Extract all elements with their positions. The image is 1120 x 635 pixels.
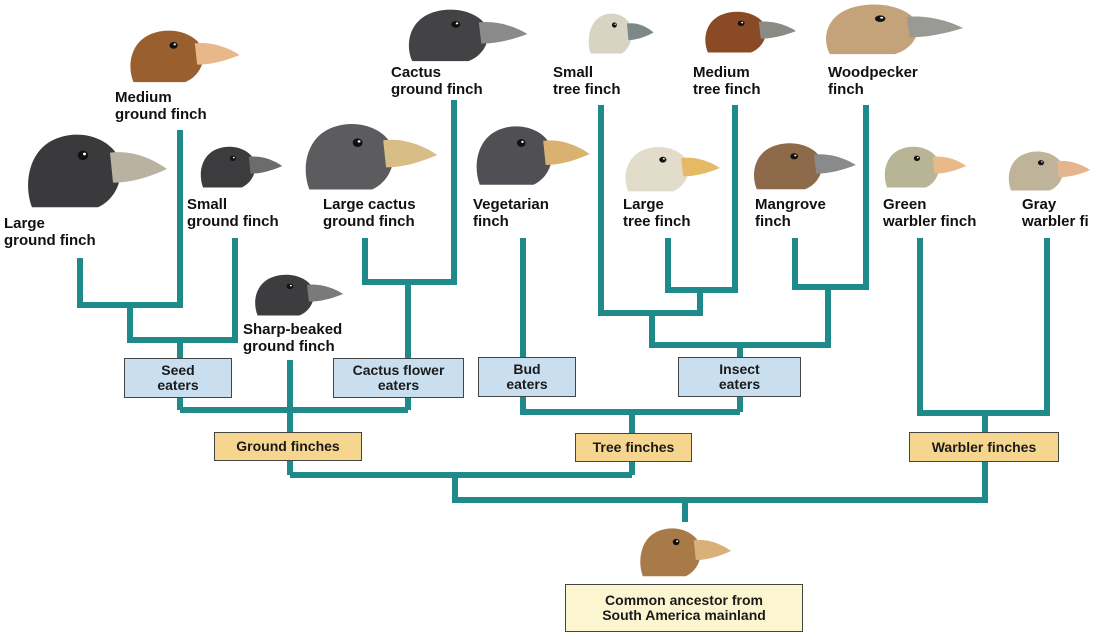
diet-box-insect-eaters: Insect eaters <box>678 357 801 397</box>
group-box-tree-finches: Tree finches <box>575 433 692 462</box>
species-label: Vegetarian finch <box>473 196 549 230</box>
medium-tree-finch-head-icon <box>700 8 798 54</box>
species-label: Medium ground finch <box>115 89 207 123</box>
large-cactus-ground-finch-head-icon <box>298 118 440 192</box>
species-label: Gray warbler fi <box>1022 196 1089 230</box>
species-label: Sharp-beaked ground finch <box>243 321 342 355</box>
species-label: Woodpecker finch <box>828 64 918 98</box>
group-box-warbler-finches: Warbler finches <box>909 432 1059 462</box>
species-label: Large tree finch <box>623 196 691 230</box>
small-ground-finch-head-icon <box>196 143 284 189</box>
species-label: Medium tree finch <box>693 64 761 98</box>
woodpecker-finch-head-icon <box>818 0 966 56</box>
green-warbler-finch-head-icon <box>880 143 968 189</box>
cactus-ground-finch-head-icon <box>402 5 530 63</box>
branch-warbler-pair <box>920 238 1047 413</box>
common-ancestor-box: Common ancestor from South America mainl… <box>565 584 803 632</box>
large-tree-finch-head-icon <box>620 143 722 193</box>
diet-box-seed-eaters: Seed eaters <box>124 358 232 398</box>
species-label: Green warbler finch <box>883 196 976 230</box>
common-ancestor-head-icon <box>635 524 733 578</box>
species-label: Mangrove finch <box>755 196 826 230</box>
diet-box-cactus-flower-eaters: Cactus flower eaters <box>333 358 464 398</box>
mangrove-finch-head-icon <box>748 139 858 191</box>
species-label: Cactus ground finch <box>391 64 483 98</box>
large-ground-finch-head-icon <box>20 128 170 210</box>
species-label: Large ground finch <box>4 215 96 249</box>
species-label: Small ground finch <box>187 196 279 230</box>
vegetarian-finch-head-icon <box>470 121 592 187</box>
branch-root <box>455 475 985 500</box>
small-tree-finch-head-icon <box>585 10 655 55</box>
species-label: Large cactus ground finch <box>323 196 416 230</box>
gray-warbler-finch-head-icon <box>1004 148 1092 192</box>
medium-ground-finch-head-icon <box>124 26 242 84</box>
diet-box-bud-eaters: Bud eaters <box>478 357 576 397</box>
species-label: Small tree finch <box>553 64 621 98</box>
group-box-ground-finches: Ground finches <box>214 432 362 461</box>
sharp-beaked-ground-finch-head-icon <box>250 271 345 317</box>
